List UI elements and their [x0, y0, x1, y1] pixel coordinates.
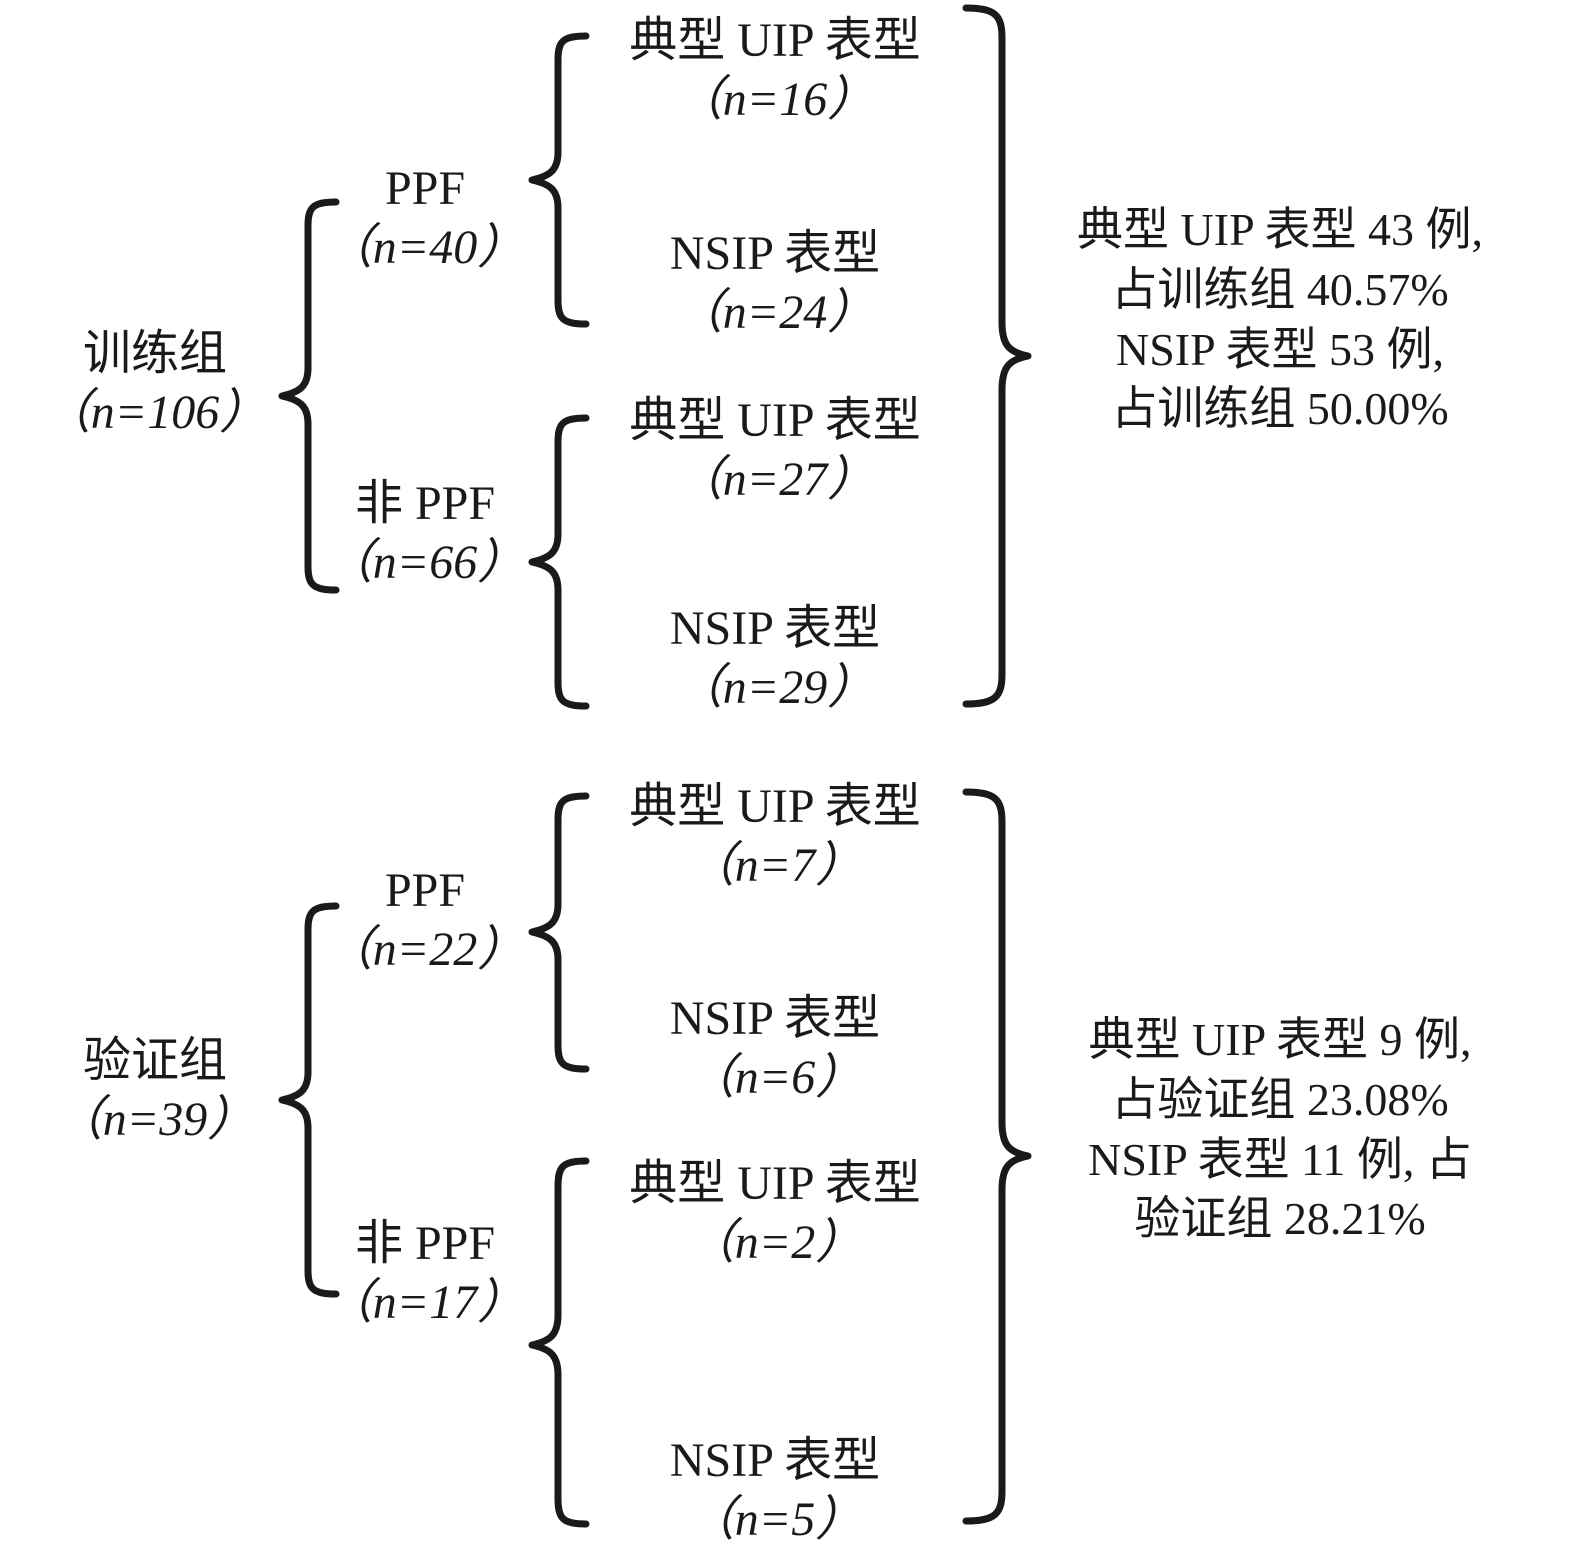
node-count: （n=29） — [674, 660, 876, 714]
node-validation-ppf-nsip: NSIP 表型 （n=6） — [585, 990, 965, 1107]
node-validation-nonppf-uip: 典型 UIP 表型 （n=2） — [585, 1155, 965, 1272]
node-count: （n=6） — [686, 1050, 864, 1104]
summary-line: 占验证组 23.08% — [1111, 1073, 1449, 1125]
node-label: NSIP 表型 — [669, 602, 881, 655]
brace-validation-ppf-level2 — [528, 790, 590, 1075]
node-label: PPF — [384, 864, 466, 917]
node-label: 典型 UIP 表型 — [629, 14, 921, 67]
summary-line: NSIP 表型 11 例, 占 — [1088, 1133, 1472, 1185]
summary-line: 验证组 28.21% — [1134, 1193, 1426, 1245]
summary-line: 占训练组 50.00% — [1111, 383, 1449, 435]
node-training-nonppf: 非 PPF （n=66） — [320, 475, 530, 592]
node-count: （n=17） — [324, 1275, 526, 1329]
node-count: （n=22） — [324, 922, 526, 976]
node-label: 验证组 — [82, 1034, 227, 1087]
node-count: （n=106） — [42, 385, 268, 439]
summary-line: NSIP 表型 53 例, — [1116, 323, 1444, 375]
node-validation-root: 验证组 （n=39） — [30, 1032, 280, 1149]
summary-line: 典型 UIP 表型 43 例, — [1077, 204, 1483, 255]
summary-training: 典型 UIP 表型 43 例, 占训练组 40.57% NSIP 表型 53 例… — [1020, 200, 1540, 439]
node-training-root: 训练组 （n=106） — [30, 325, 280, 442]
brace-training-nonppf-level2 — [528, 412, 590, 712]
node-count: （n=27） — [674, 452, 876, 506]
node-label: NSIP 表型 — [669, 1434, 881, 1487]
node-validation-nonppf: 非 PPF （n=17） — [320, 1215, 530, 1332]
node-validation-nonppf-nsip: NSIP 表型 （n=5） — [585, 1432, 965, 1545]
brace-training-summary — [962, 2, 1032, 712]
brace-training-level1 — [278, 196, 340, 596]
node-label: NSIP 表型 — [669, 227, 881, 280]
node-label: 典型 UIP 表型 — [629, 394, 921, 447]
node-training-nonppf-uip: 典型 UIP 表型 （n=27） — [585, 392, 965, 509]
node-validation-ppf-uip: 典型 UIP 表型 （n=7） — [585, 778, 965, 895]
brace-validation-nonppf-level2 — [528, 1155, 590, 1530]
node-count: （n=16） — [674, 72, 876, 126]
node-label: PPF — [384, 162, 466, 215]
summary-line: 占训练组 40.57% — [1111, 263, 1449, 315]
node-training-ppf: PPF （n=40） — [320, 160, 530, 277]
node-validation-ppf: PPF （n=22） — [320, 862, 530, 979]
brace-validation-level1 — [278, 900, 340, 1300]
node-count: （n=7） — [686, 838, 864, 892]
summary-validation: 典型 UIP 表型 9 例, 占验证组 23.08% NSIP 表型 11 例,… — [1020, 1010, 1540, 1249]
brace-validation-summary — [962, 786, 1032, 1531]
node-training-ppf-nsip: NSIP 表型 （n=24） — [585, 225, 965, 342]
node-label: 训练组 — [82, 327, 227, 380]
node-count: （n=5） — [686, 1492, 864, 1545]
node-count: （n=24） — [674, 285, 876, 339]
node-training-ppf-uip: 典型 UIP 表型 （n=16） — [585, 12, 965, 129]
node-label: 非 PPF — [354, 1217, 496, 1270]
node-count: （n=39） — [54, 1092, 256, 1146]
node-label: 典型 UIP 表型 — [629, 1157, 921, 1210]
node-count: （n=2） — [686, 1215, 864, 1269]
node-label: 典型 UIP 表型 — [629, 780, 921, 833]
node-count: （n=66） — [324, 535, 526, 589]
node-training-nonppf-nsip: NSIP 表型 （n=29） — [585, 600, 965, 717]
brace-training-ppf-level2 — [528, 30, 590, 330]
node-label: 非 PPF — [354, 477, 496, 530]
node-label: NSIP 表型 — [669, 992, 881, 1045]
summary-line: 典型 UIP 表型 9 例, — [1088, 1014, 1472, 1065]
node-count: （n=40） — [324, 220, 526, 274]
